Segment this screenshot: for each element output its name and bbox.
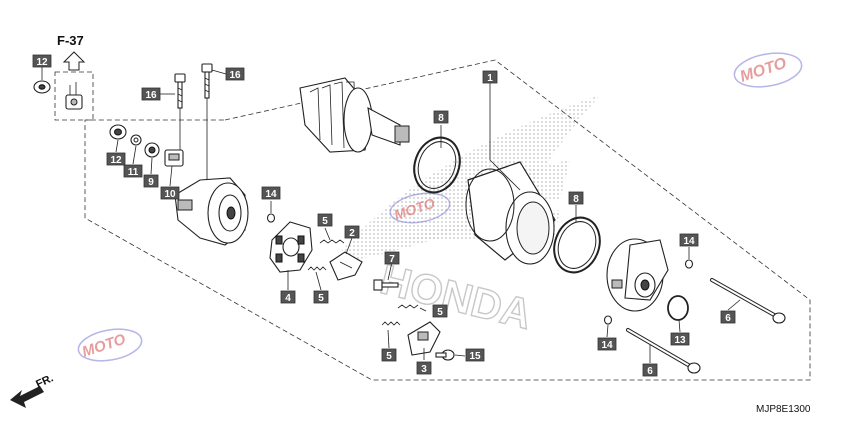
callout-1: 1 <box>482 70 498 84</box>
callout-5: 5 <box>317 213 333 227</box>
site-watermark-logo: MOTO <box>77 328 143 362</box>
callout-12: 12 <box>106 152 126 166</box>
connector-detail-outline <box>54 71 94 121</box>
callout-8: 8 <box>433 110 449 124</box>
washer-14-b <box>684 259 694 269</box>
svg-text:10: 10 <box>164 189 176 200</box>
washer-14-a <box>266 213 276 223</box>
site-watermark-text: MOTO <box>80 331 128 361</box>
long-bolt-6-top <box>710 278 786 324</box>
callout-5: 5 <box>381 348 397 362</box>
callout-5: 5 <box>313 290 329 304</box>
callout-14: 14 <box>261 186 281 200</box>
svg-text:1: 1 <box>487 73 493 84</box>
svg-text:11: 11 <box>128 167 139 178</box>
brush-2 <box>329 251 363 281</box>
callout-8: 8 <box>568 191 584 205</box>
svg-text:12: 12 <box>36 57 48 68</box>
svg-text:5: 5 <box>318 293 324 304</box>
insulator-9 <box>144 142 160 158</box>
o-ring-13 <box>667 295 689 321</box>
svg-text:2: 2 <box>349 228 355 239</box>
svg-text:3: 3 <box>421 364 427 375</box>
callout-9: 9 <box>143 174 159 188</box>
up-arrow-icon <box>62 51 86 71</box>
svg-text:16: 16 <box>229 70 241 81</box>
svg-text:6: 6 <box>725 313 731 324</box>
site-watermark-text: MOTO <box>738 55 789 86</box>
terminal-3 <box>407 321 441 356</box>
bolt-16-right <box>201 63 213 99</box>
svg-text:5: 5 <box>322 216 328 227</box>
spring-5-b <box>307 266 327 271</box>
svg-text:8: 8 <box>438 113 444 124</box>
callout-6: 6 <box>642 363 658 377</box>
callout-13: 13 <box>670 332 690 346</box>
callout-14: 14 <box>597 337 617 351</box>
rear-cover <box>174 177 249 246</box>
nut-12 <box>109 124 127 140</box>
callout-16: 16 <box>225 67 245 81</box>
svg-text:16: 16 <box>145 90 157 101</box>
callout-5: 5 <box>432 304 448 318</box>
svg-text:4: 4 <box>285 293 291 304</box>
brush-holder <box>269 221 313 273</box>
svg-text:9: 9 <box>148 177 154 188</box>
site-watermark-logo: MOTO <box>733 52 803 88</box>
callout-6: 6 <box>720 310 736 324</box>
leader-lines <box>41 67 741 363</box>
svg-text:15: 15 <box>469 351 481 362</box>
terminal-10 <box>164 149 184 167</box>
svg-text:14: 14 <box>265 189 277 200</box>
nut-12-top <box>33 80 51 94</box>
callout-12: 12 <box>32 54 52 68</box>
section-reference: F-37 <box>57 33 84 48</box>
front-direction-arrow: FR. <box>10 372 55 408</box>
yoke <box>465 161 556 265</box>
washer-14-c <box>603 315 613 325</box>
svg-text:8: 8 <box>573 194 579 205</box>
honda-watermark-text: HONDA <box>376 255 537 338</box>
svg-text:14: 14 <box>601 340 613 351</box>
callout-16: 16 <box>141 87 161 101</box>
long-bolt-6-bottom <box>626 328 701 374</box>
front-cover <box>606 238 669 312</box>
callout-11: 11 <box>123 164 143 178</box>
front-direction-label: FR. <box>34 372 55 390</box>
spring-5-d <box>381 321 401 326</box>
armature <box>299 77 410 153</box>
callout-7: 7 <box>384 251 400 265</box>
svg-text:13: 13 <box>674 335 686 346</box>
o-ring-8-right <box>553 216 601 274</box>
callout-15: 15 <box>465 348 485 362</box>
svg-text:14: 14 <box>683 236 695 247</box>
callout-10: 10 <box>160 186 180 200</box>
washer-11 <box>130 134 142 146</box>
assembly-outline <box>84 59 811 381</box>
spring-5-c <box>397 304 419 309</box>
svg-text:5: 5 <box>437 307 443 318</box>
callout-4: 4 <box>280 290 296 304</box>
svg-text:5: 5 <box>386 351 392 362</box>
callout-3: 3 <box>416 361 432 375</box>
svg-text:6: 6 <box>647 366 653 377</box>
svg-text:12: 12 <box>110 155 122 166</box>
bolt-7 <box>373 279 399 291</box>
svg-text:7: 7 <box>389 254 395 265</box>
bolt-16-left <box>174 73 186 109</box>
bolt-15 <box>435 349 455 361</box>
callout-14: 14 <box>679 233 699 247</box>
diagram-code: MJP8E1300 <box>756 404 811 415</box>
callout-2: 2 <box>344 225 360 239</box>
spring-5-a <box>319 239 345 244</box>
wire-connector <box>65 82 83 110</box>
o-ring-8-left <box>413 136 461 194</box>
